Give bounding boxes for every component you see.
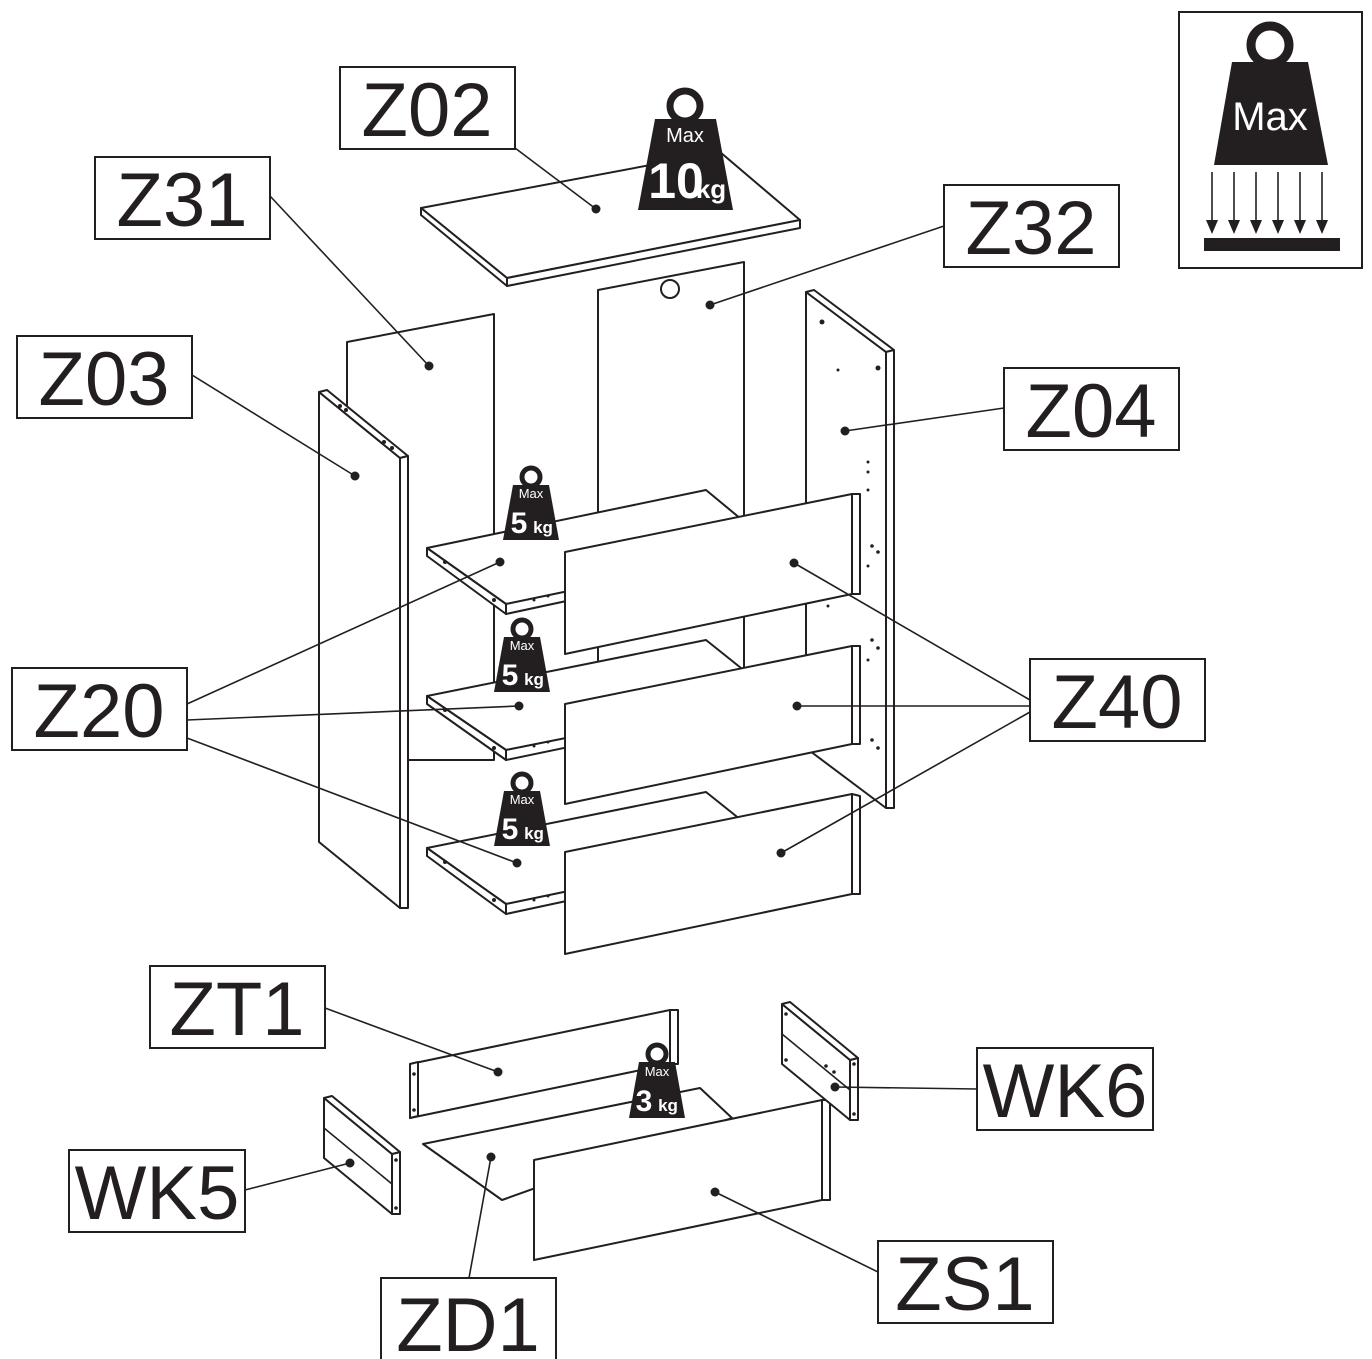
weight-top-value: 10 bbox=[648, 153, 704, 209]
weight-top-unit: kg bbox=[696, 174, 726, 204]
label-zd1: ZD1 bbox=[380, 1277, 557, 1359]
label-wk5: WK5 bbox=[68, 1149, 246, 1236]
label-zs1: ZS1 bbox=[877, 1240, 1054, 1327]
weight-shelf-3-unit: kg bbox=[524, 824, 544, 843]
weight-icon-shelf-2: Max 5 kg bbox=[494, 617, 550, 692]
label-z02: Z02 bbox=[339, 66, 516, 153]
label-z04: Z04 bbox=[1003, 367, 1180, 454]
runner-wk5 bbox=[323, 1095, 401, 1215]
svg-text:Z31: Z31 bbox=[117, 158, 248, 243]
weight-shelf-2-unit: kg bbox=[524, 670, 544, 689]
svg-text:Z20: Z20 bbox=[34, 669, 165, 754]
weight-shelf-1-unit: kg bbox=[533, 518, 553, 537]
max-load-legend: Max bbox=[1178, 11, 1363, 269]
label-zt1: ZT1 bbox=[149, 965, 326, 1052]
weight-shelf-2-value: 5 bbox=[502, 659, 519, 692]
svg-text:Z02: Z02 bbox=[362, 68, 493, 153]
drawer-front-z40-2 bbox=[564, 645, 861, 805]
weight-icon-shelf-3: Max 5 kg bbox=[494, 771, 550, 846]
runner-wk6 bbox=[781, 1001, 859, 1121]
weight-top-max: Max bbox=[666, 125, 704, 147]
panel-z03 bbox=[318, 389, 409, 909]
drawer-front-zs1 bbox=[533, 1099, 831, 1261]
legend-max-text: Max bbox=[1232, 95, 1308, 139]
weight-shelf-3-max: Max bbox=[510, 792, 535, 807]
svg-text:WK6: WK6 bbox=[983, 1049, 1148, 1134]
svg-text:ZT1: ZT1 bbox=[169, 967, 304, 1052]
label-z40: Z40 bbox=[1029, 658, 1206, 745]
weight-icon-shelf-1: Max 5 kg bbox=[503, 465, 559, 540]
svg-text:Z40: Z40 bbox=[1052, 660, 1183, 745]
label-z32: Z32 bbox=[943, 184, 1120, 271]
weight-shelf-3-value: 5 bbox=[502, 813, 519, 846]
svg-text:ZD1: ZD1 bbox=[396, 1283, 540, 1359]
drawer-front-z40-3 bbox=[564, 793, 861, 955]
weight-drawer-unit: kg bbox=[658, 1096, 678, 1115]
weight-icon-top: Max 10 kg bbox=[638, 87, 733, 210]
legend-weight-icon: Max bbox=[1214, 21, 1328, 165]
weight-icon-drawer: Max 3 kg bbox=[629, 1042, 685, 1118]
svg-text:ZS1: ZS1 bbox=[895, 1242, 1034, 1327]
weight-drawer-max: Max bbox=[645, 1064, 670, 1079]
svg-text:WK5: WK5 bbox=[75, 1151, 240, 1236]
svg-text:Z03: Z03 bbox=[39, 337, 170, 422]
svg-text:Z32: Z32 bbox=[966, 186, 1097, 271]
leader-lines bbox=[186, 147, 1031, 1279]
label-z31: Z31 bbox=[94, 156, 271, 243]
drawer-front-z40-1 bbox=[564, 493, 861, 655]
label-z20: Z20 bbox=[11, 667, 188, 754]
label-z03: Z03 bbox=[16, 335, 193, 422]
weight-drawer-value: 3 bbox=[636, 1085, 653, 1118]
label-wk6: WK6 bbox=[976, 1047, 1154, 1134]
weight-shelf-2-max: Max bbox=[510, 638, 535, 653]
svg-text:Z04: Z04 bbox=[1026, 369, 1157, 454]
weight-shelf-1-value: 5 bbox=[511, 507, 528, 540]
weight-shelf-1-max: Max bbox=[519, 486, 544, 501]
legend-arrows-icon bbox=[1204, 172, 1340, 251]
cable-hole bbox=[660, 279, 680, 299]
